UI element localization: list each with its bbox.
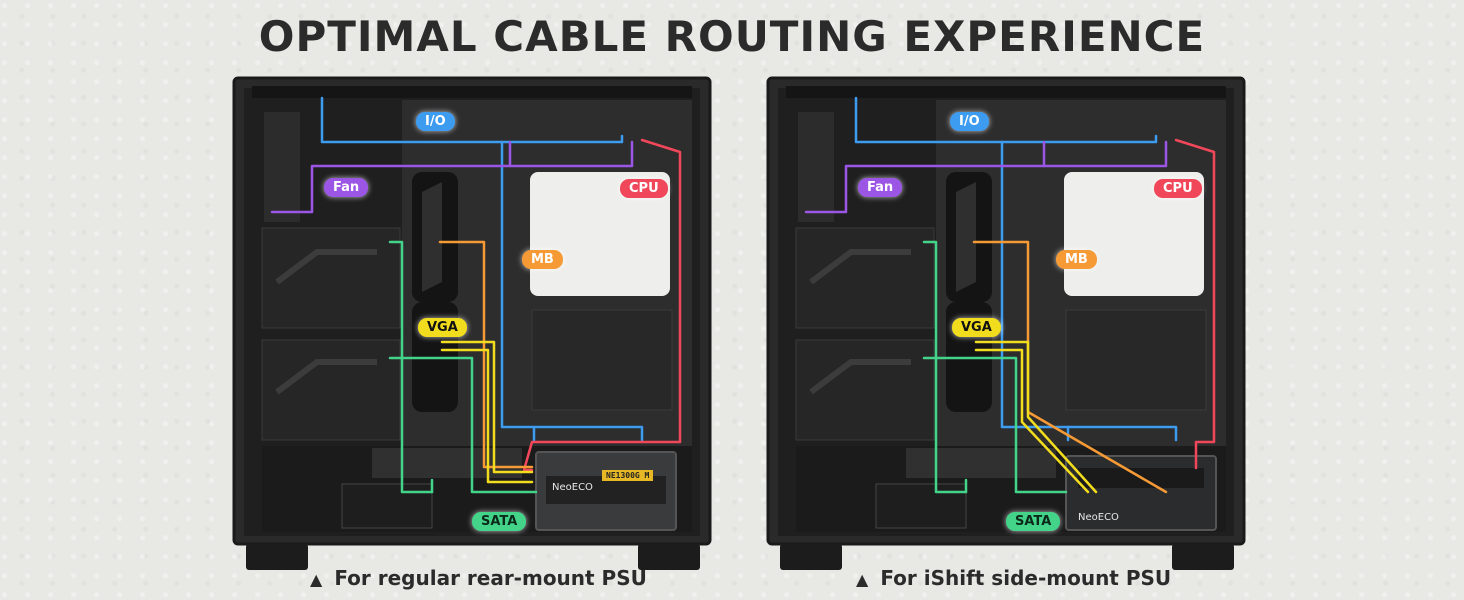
psu-brand: NeoECO: [552, 482, 593, 493]
vga-cable-tag: VGA: [952, 318, 1001, 337]
page-title: OPTIMAL CABLE ROUTING EXPERIENCE: [258, 12, 1206, 61]
caption-rear-mount: ▲ For regular rear-mount PSU: [310, 566, 647, 590]
sata-cable-tag: SATA: [1006, 512, 1061, 531]
psu-brand: NeoECO: [1078, 512, 1119, 523]
io-cable-tag: I/O: [950, 112, 989, 131]
psu-model-label: NE1300G M: [602, 470, 654, 481]
cpu-cable-tag: CPU: [620, 179, 668, 198]
mb-cable-tag: MB: [522, 250, 563, 269]
case-diagram-side-mount: I/O Fan CPU MB VGA SATA NeoECO: [766, 72, 1248, 572]
caption-side-mount: ▲ For iShift side-mount PSU: [856, 566, 1171, 590]
fan-cable-tag: Fan: [324, 178, 369, 197]
cpu-cable-tag: CPU: [1154, 179, 1202, 198]
sata-cable-tag: SATA: [472, 512, 527, 531]
case-diagram-rear-mount: I/O Fan CPU MB VGA SATA NeoECO NE1300G M: [232, 72, 714, 572]
case-illustration: [232, 76, 712, 570]
fan-cable-tag: Fan: [858, 178, 903, 197]
vga-cable-tag: VGA: [418, 318, 467, 337]
case-illustration: [766, 76, 1246, 570]
triangle-up-icon: ▲: [856, 570, 869, 589]
mb-cable-tag: MB: [1056, 250, 1097, 269]
triangle-up-icon: ▲: [310, 570, 323, 589]
io-cable-tag: I/O: [416, 112, 455, 131]
caption-text: For regular rear-mount PSU: [334, 566, 647, 590]
caption-text: For iShift side-mount PSU: [880, 566, 1172, 590]
